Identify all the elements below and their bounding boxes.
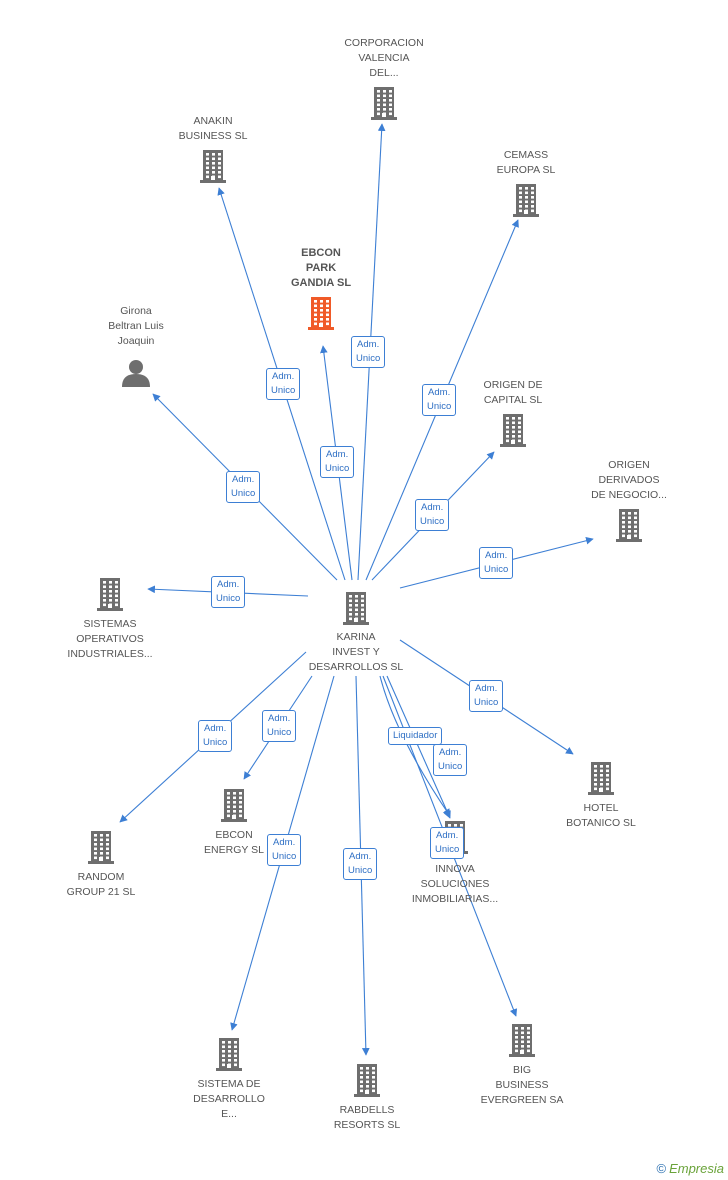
node-label: CORPORACION VALENCIA DEL... [344, 37, 424, 79]
building-icon [221, 789, 247, 822]
brand-logo: Empresia [669, 1161, 724, 1176]
node-corporacion[interactable]: CORPORACION VALENCIA DEL... [309, 36, 459, 120]
building-icon [509, 1024, 535, 1057]
node-label: INNOVA SOLUCIONES INMOBILIARIAS... [411, 863, 499, 905]
node-label: ORIGEN DERIVADOS DE NEGOCIO... [591, 459, 667, 501]
node-big[interactable]: BIG BUSINESS EVERGREEN SA [447, 1023, 597, 1108]
edge-label[interactable]: Adm. Unico [211, 576, 246, 608]
building-icon [88, 831, 114, 864]
node-label: BIG BUSINESS EVERGREEN SA [480, 1064, 564, 1106]
node-label: ANAKIN BUSINESS SL [178, 115, 248, 142]
edge-label[interactable]: Adm. Unico [320, 446, 355, 478]
node-anakin[interactable]: ANAKIN BUSINESS SL [138, 114, 288, 183]
copyright-mark: © [656, 1161, 667, 1176]
edge-label[interactable]: Adm. Unico [198, 720, 233, 752]
node-label: RANDOM GROUP 21 SL [66, 871, 136, 898]
node-center[interactable]: KARINA INVEST Y DESARROLLOS SL [281, 591, 431, 675]
edge-innova [386, 675, 451, 819]
node-label: KARINA INVEST Y DESARROLLOS SL [308, 631, 404, 673]
building-icon [500, 414, 526, 447]
building-icon [308, 297, 334, 330]
edge-label[interactable]: Liquidador [388, 727, 443, 745]
edge-label[interactable]: Adm. Unico [267, 834, 302, 866]
node-label: EBCON ENERGY SL [204, 829, 264, 856]
node-ebcon-energy[interactable]: EBCON ENERGY SL [159, 788, 309, 858]
node-sistemas-op[interactable]: SISTEMAS OPERATIVOS INDUSTRIALES... [35, 577, 185, 662]
edge-label[interactable]: Adm. Unico [266, 368, 301, 400]
node-random[interactable]: RANDOM GROUP 21 SL [26, 830, 176, 900]
building-icon [371, 87, 397, 120]
building-icon [216, 1038, 242, 1071]
edge-label[interactable]: Adm. Unico [422, 384, 457, 416]
building-icon [200, 150, 226, 183]
node-girona[interactable]: Girona Beltran Luis Joaquin [61, 304, 211, 387]
node-label: EBCON PARK GANDIA SL [290, 247, 352, 289]
node-rabdells[interactable]: RABDELLS RESORTS SL [292, 1063, 442, 1133]
edge-label[interactable]: Adm. Unico [262, 710, 297, 742]
node-sistema-des[interactable]: SISTEMA DE DESARROLLO E... [154, 1037, 304, 1122]
building-icon [354, 1064, 380, 1097]
node-origen-derivados[interactable]: ORIGEN DERIVADOS DE NEGOCIO... [554, 458, 704, 542]
edge-label[interactable]: Adm. Unico [469, 680, 504, 712]
credit: ©Empresia [656, 1161, 724, 1176]
building-icon [97, 578, 123, 611]
edge-label[interactable]: Adm. Unico [433, 744, 468, 776]
node-label: SISTEMAS OPERATIVOS INDUSTRIALES... [67, 618, 153, 660]
node-origen-capital[interactable]: ORIGEN DE CAPITAL SL [438, 378, 588, 447]
edge-label[interactable]: Adm. Unico [343, 848, 378, 880]
building-icon [616, 509, 642, 542]
edge-label[interactable]: Adm. Unico [351, 336, 386, 368]
building-icon [343, 592, 369, 625]
node-label: ORIGEN DE CAPITAL SL [483, 379, 543, 406]
edge-label[interactable]: Adm. Unico [430, 827, 465, 859]
node-label: RABDELLS RESORTS SL [333, 1104, 401, 1131]
person-icon [122, 360, 150, 387]
node-ebcon-park[interactable]: EBCON PARK GANDIA SL [246, 246, 396, 330]
edge-label[interactable]: Adm. Unico [226, 471, 261, 503]
node-label: HOTEL BOTANICO SL [566, 802, 636, 829]
node-label: CEMASS EUROPA SL [496, 149, 556, 176]
node-label: Girona Beltran Luis Joaquin [108, 305, 164, 347]
node-cemass[interactable]: CEMASS EUROPA SL [451, 148, 601, 217]
edge-label[interactable]: Adm. Unico [415, 499, 450, 531]
node-hotel[interactable]: HOTEL BOTANICO SL [526, 761, 676, 831]
edge-label[interactable]: Adm. Unico [479, 547, 514, 579]
node-label: SISTEMA DE DESARROLLO E... [193, 1078, 265, 1120]
building-icon [588, 762, 614, 795]
building-icon [513, 184, 539, 217]
